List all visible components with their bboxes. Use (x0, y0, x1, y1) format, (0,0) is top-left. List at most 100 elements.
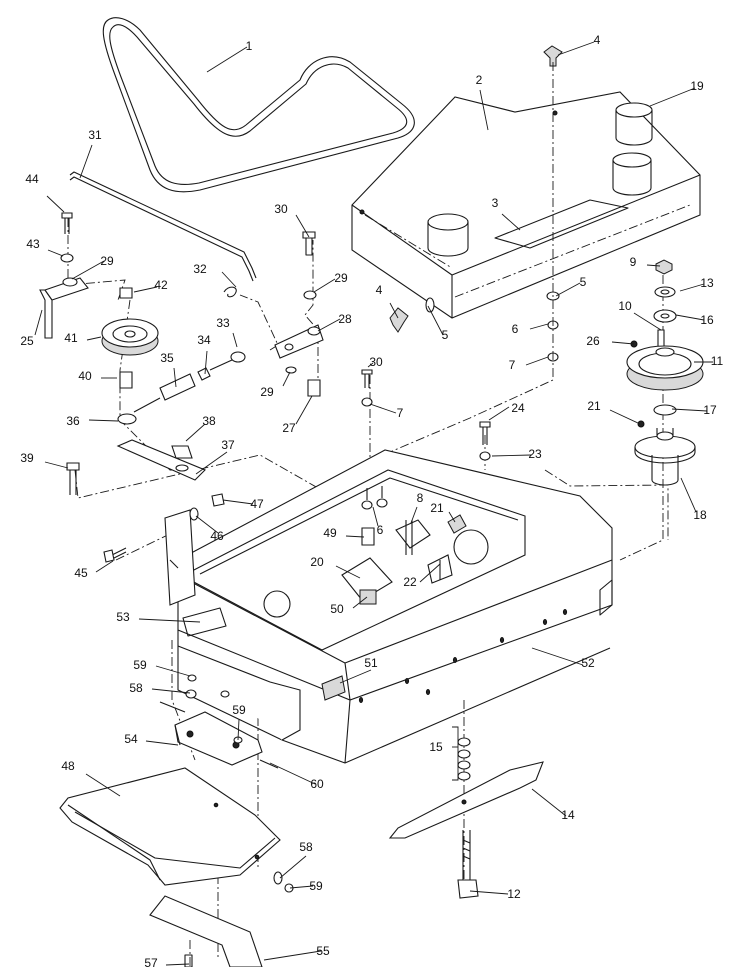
callout-c4a: 4 (594, 33, 601, 47)
leader-c19 (649, 87, 696, 107)
callout-c13: 13 (700, 276, 714, 290)
callout-c36: 36 (66, 414, 80, 428)
leader-c59a (155, 665, 191, 677)
callout-c44: 44 (25, 172, 39, 186)
leader-c49 (345, 535, 365, 538)
leader-c59c (289, 885, 314, 889)
callout-c59b: 59 (232, 703, 246, 717)
blade-hole (461, 799, 467, 805)
leader-c4b (389, 302, 399, 319)
callout-c59a: 59 (133, 658, 147, 672)
idler-arm (274, 324, 324, 397)
adjust-plate (116, 439, 206, 481)
leader-c35 (173, 367, 177, 388)
callout-c43: 43 (26, 237, 40, 251)
lower-bracket (149, 895, 263, 967)
leader-c43 (47, 249, 64, 257)
leader-c47 (222, 499, 254, 505)
cover-decal (494, 199, 629, 249)
spindle-nut-stack (653, 259, 677, 323)
idler-pulley (101, 318, 159, 356)
leader-c38 (185, 423, 206, 442)
callout-c8: 8 (417, 491, 424, 505)
leader-c5a (555, 282, 581, 297)
leader-c59b (237, 718, 240, 741)
callout-c2: 2 (476, 73, 483, 87)
callout-c32: 32 (193, 262, 207, 276)
callout-c51: 51 (364, 656, 378, 670)
leader-c17 (671, 408, 708, 412)
callout-c5b: 5 (442, 328, 449, 342)
callout-c52: 52 (581, 656, 595, 670)
callout-c11: 11 (711, 354, 724, 368)
leader-c23 (491, 454, 532, 457)
leader-c25 (34, 309, 43, 336)
leader-c55 (263, 950, 322, 961)
leader-c30a (295, 214, 310, 238)
callout-c39: 39 (20, 451, 34, 465)
callout-c47: 47 (250, 497, 264, 511)
blade-washer-stack (452, 726, 471, 781)
leader-c1 (206, 46, 248, 73)
anchor-bolt (395, 519, 431, 555)
callout-c28: 28 (338, 312, 352, 326)
leader-c33 (232, 332, 238, 348)
leader-c13 (679, 283, 705, 292)
fasteners (285, 231, 491, 461)
leader-c37 (195, 451, 228, 475)
callout-c35: 35 (160, 351, 174, 365)
callout-c50: 50 (330, 602, 344, 616)
callout-c27: 27 (282, 421, 296, 435)
callout-c21b: 21 (430, 501, 444, 515)
leader-c45 (95, 560, 114, 573)
leader-c51 (339, 669, 372, 684)
spindle-housing (634, 420, 696, 486)
leader-c34 (204, 350, 208, 375)
callout-c15: 15 (429, 740, 443, 754)
callout-c18: 18 (693, 508, 707, 522)
callout-c38: 38 (202, 414, 216, 428)
leader-c58a (151, 688, 191, 694)
leader-c21a (609, 409, 641, 425)
plate-bolt (66, 462, 80, 495)
leader-c22 (419, 563, 441, 583)
leader-c60 (269, 762, 316, 785)
bracket-plate (341, 557, 393, 605)
cover-cup (427, 102, 653, 257)
callout-c6b: 6 (377, 523, 384, 537)
callout-c45: 45 (74, 566, 88, 580)
leader-c12 (469, 890, 509, 895)
callout-c30a: 30 (274, 202, 288, 216)
callout-c58a: 58 (129, 681, 143, 695)
front-baffle (164, 509, 301, 741)
callout-c34: 34 (197, 333, 211, 347)
callout-c59c: 59 (309, 879, 323, 893)
hairpin-clip (223, 286, 237, 298)
leader-c53 (138, 618, 201, 623)
leader-c8 (410, 506, 418, 524)
leader-c16 (675, 314, 705, 321)
baffle-hardware (103, 493, 225, 563)
tension-assembly (117, 351, 246, 425)
adjuster-bracket (427, 514, 467, 584)
callout-c14: 14 (561, 808, 575, 822)
leader-c3 (501, 213, 521, 231)
leader-c6b (372, 506, 379, 527)
cover-knob (389, 45, 563, 333)
drive-belt (102, 17, 415, 193)
leader-c21b (448, 511, 456, 523)
callout-c22: 22 (403, 575, 417, 589)
leader-c28 (317, 318, 341, 332)
leader-c31 (79, 144, 93, 179)
callout-c53: 53 (116, 610, 130, 624)
callout-c23: 23 (528, 447, 542, 461)
callout-c21a: 21 (587, 399, 601, 413)
leader-c18 (680, 477, 697, 513)
callout-c25: 25 (20, 334, 34, 348)
callout-c29c: 29 (260, 385, 274, 399)
leader-c44 (46, 195, 65, 213)
callout-c7b: 7 (397, 406, 404, 420)
callout-c30b: 30 (369, 355, 383, 369)
